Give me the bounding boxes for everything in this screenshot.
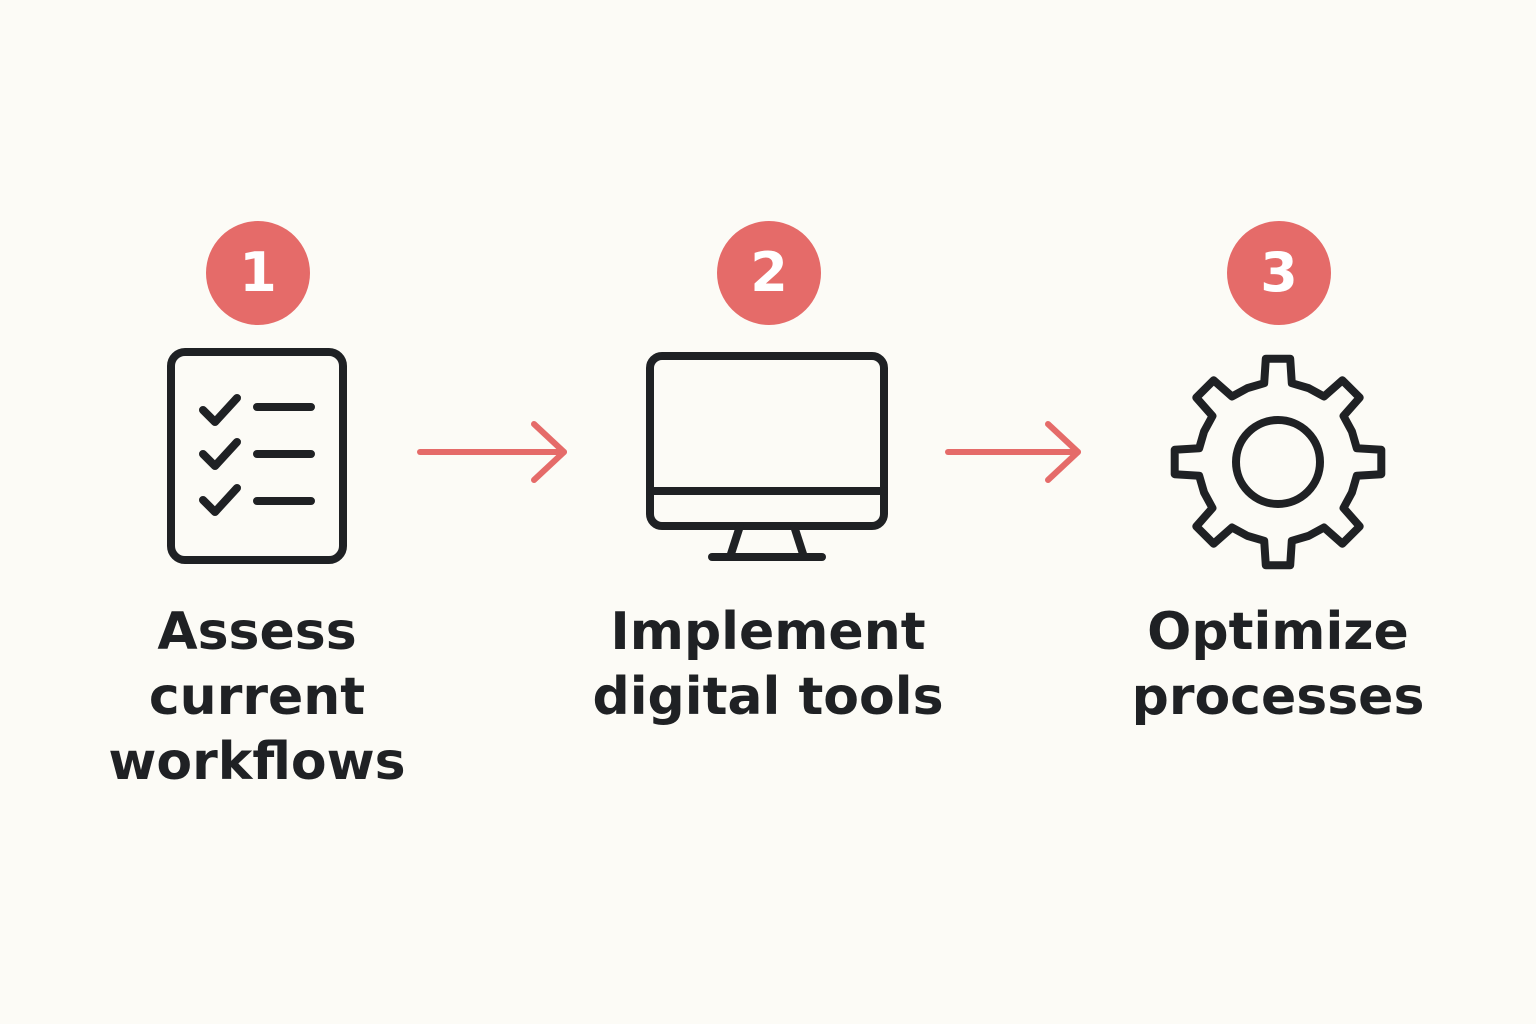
monitor-icon: [646, 352, 888, 561]
step-number-badge: 2: [717, 221, 821, 325]
step-number-badge: 1: [206, 221, 310, 325]
checklist-icon: [167, 348, 347, 564]
step-2: 2 Implement digital tools: [558, 0, 978, 1024]
arrow-right-icon: [945, 421, 1081, 483]
step-number-badge: 3: [1227, 221, 1331, 325]
step-3: 3 Optimize processes: [1068, 0, 1488, 1024]
step-label: Implement digital tools: [592, 602, 944, 727]
step-label: Optimize processes: [1131, 602, 1425, 727]
gear-icon: [1170, 354, 1386, 570]
step-label: Assess current workflows: [108, 602, 406, 792]
arrow-right-icon: [417, 421, 567, 483]
step-1: 1 Assess current workflows: [47, 0, 467, 1024]
